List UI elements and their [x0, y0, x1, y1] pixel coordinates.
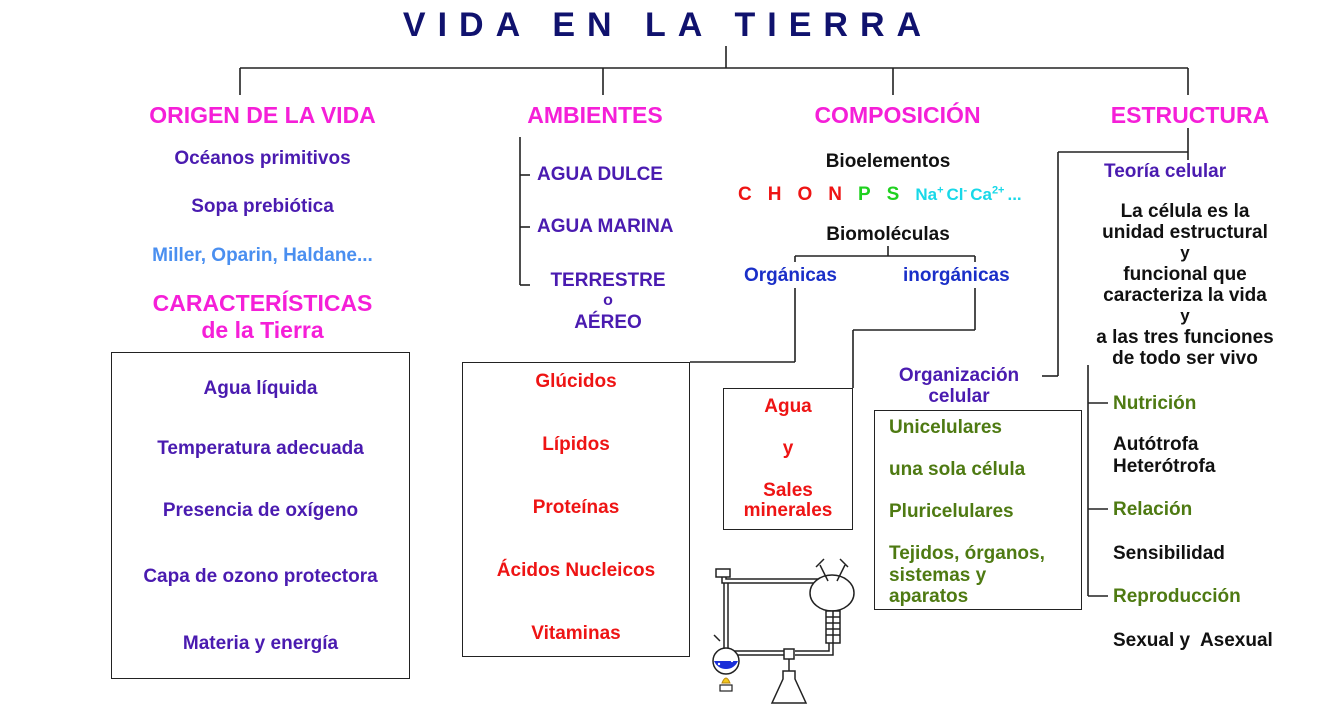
organizacion-item: Tejidos, órganos, [889, 543, 1045, 564]
organizacion-item: sistemas y [889, 565, 987, 586]
element-symbol: P [857, 184, 871, 205]
element-symbol: O [797, 184, 813, 205]
organizacion-item: Unicelulares [889, 417, 1002, 438]
teoria-line: y [1180, 243, 1190, 262]
organica-item: Proteínas [532, 497, 620, 518]
teoria-line: La célula es la [1120, 201, 1250, 222]
element-symbol: N [828, 184, 842, 205]
ambiente-item: AGUA DULCE [537, 164, 663, 185]
ambiente-item: o [603, 292, 613, 309]
bioelementos-label: Bioelementos [825, 151, 951, 172]
funcion-detail: Sensibilidad [1113, 543, 1225, 564]
funcion-detail: Autótrofa [1113, 434, 1199, 455]
organica-item: Lípidos [542, 434, 610, 455]
organicas-label: Orgánicas [744, 265, 837, 286]
caracteristica-item: Temperatura adecuada [157, 438, 364, 459]
estructura-heading: ESTRUCTURA [1110, 102, 1270, 128]
ion-symbol: Ca2+ [970, 184, 1005, 204]
biomoleculas-label: Biomoléculas [826, 224, 950, 245]
origen-item: Océanos primitivos [174, 148, 351, 169]
teoria-line: caracteriza la vida [1103, 285, 1267, 306]
funcion-detail: Heterótrofa [1113, 456, 1216, 477]
element-symbol: S [886, 184, 900, 205]
organica-item: Vitaminas [531, 623, 621, 644]
teoria-line: y [1180, 306, 1190, 325]
ion-symbol: Cl- [946, 184, 968, 204]
organizacion-box [874, 410, 1082, 610]
funcion-nutricion: Nutrición [1113, 393, 1197, 414]
organizacion-item: aparatos [889, 586, 969, 607]
ambientes-heading: AMBIENTES [527, 102, 663, 128]
ion-symbol: Na+ [915, 184, 944, 204]
page-title: VIDA EN LA TIERRA [402, 6, 934, 44]
teoria-line: funcional que [1123, 264, 1247, 285]
inorganicas-label: inorgánicas [903, 265, 1010, 286]
inorganicas-box [723, 388, 853, 530]
composicion-heading: COMPOSICIÓN [814, 102, 981, 128]
organizacion-item: una sola célula [889, 459, 1026, 480]
element-symbol: H [767, 184, 782, 205]
teoria-line: a las tres funciones [1096, 327, 1274, 348]
miller-experiment-apparatus-icon [712, 558, 855, 704]
ambiente-item: AGUA MARINA [537, 216, 674, 237]
organicas-box [462, 362, 690, 657]
organica-item: Glúcidos [535, 371, 617, 392]
origen-heading: ORIGEN DE LA VIDA [149, 102, 376, 128]
teoria-line: de todo ser vivo [1112, 348, 1258, 369]
inorganica-item: Agua [764, 396, 812, 417]
organizacion-label: Organización [898, 365, 1020, 386]
inorganica-item: Sales [763, 480, 813, 501]
caracteristica-item: Materia y energía [182, 633, 339, 654]
organizacion-label: celular [928, 386, 990, 407]
caracteristicas-box [111, 352, 410, 679]
inorganica-item: minerales [743, 500, 833, 521]
origen-item: Miller, Oparin, Haldane... [152, 245, 373, 266]
caracteristica-item: Agua líquida [203, 378, 318, 399]
inorganica-item: y [782, 438, 794, 459]
ambiente-item: TERRESTRE [550, 270, 666, 291]
ion-symbol: ... [1007, 185, 1022, 204]
origen-item: Sopa prebiótica [191, 196, 334, 217]
caracteristicas-heading: CARACTERÍSTICAS [152, 290, 373, 316]
funcion-relacion: Relación [1113, 499, 1193, 520]
caracteristicas-subheading: de la Tierra [201, 317, 324, 343]
organica-item: Ácidos Nucleicos [496, 560, 656, 581]
funcion-reproduccion: Reproducción [1113, 586, 1241, 607]
caracteristica-item: Presencia de oxígeno [162, 500, 359, 521]
caracteristica-item: Capa de ozono protectora [143, 566, 378, 587]
organizacion-item: Pluricelulares [889, 501, 1014, 522]
ambiente-item: AÉREO [574, 312, 642, 333]
teoria-line: unidad estructural [1102, 222, 1268, 243]
funcion-detail: Sexual y Asexual [1113, 630, 1273, 651]
teoria-celular-label: Teoría celular [1104, 161, 1227, 182]
element-symbol: C [738, 184, 752, 205]
